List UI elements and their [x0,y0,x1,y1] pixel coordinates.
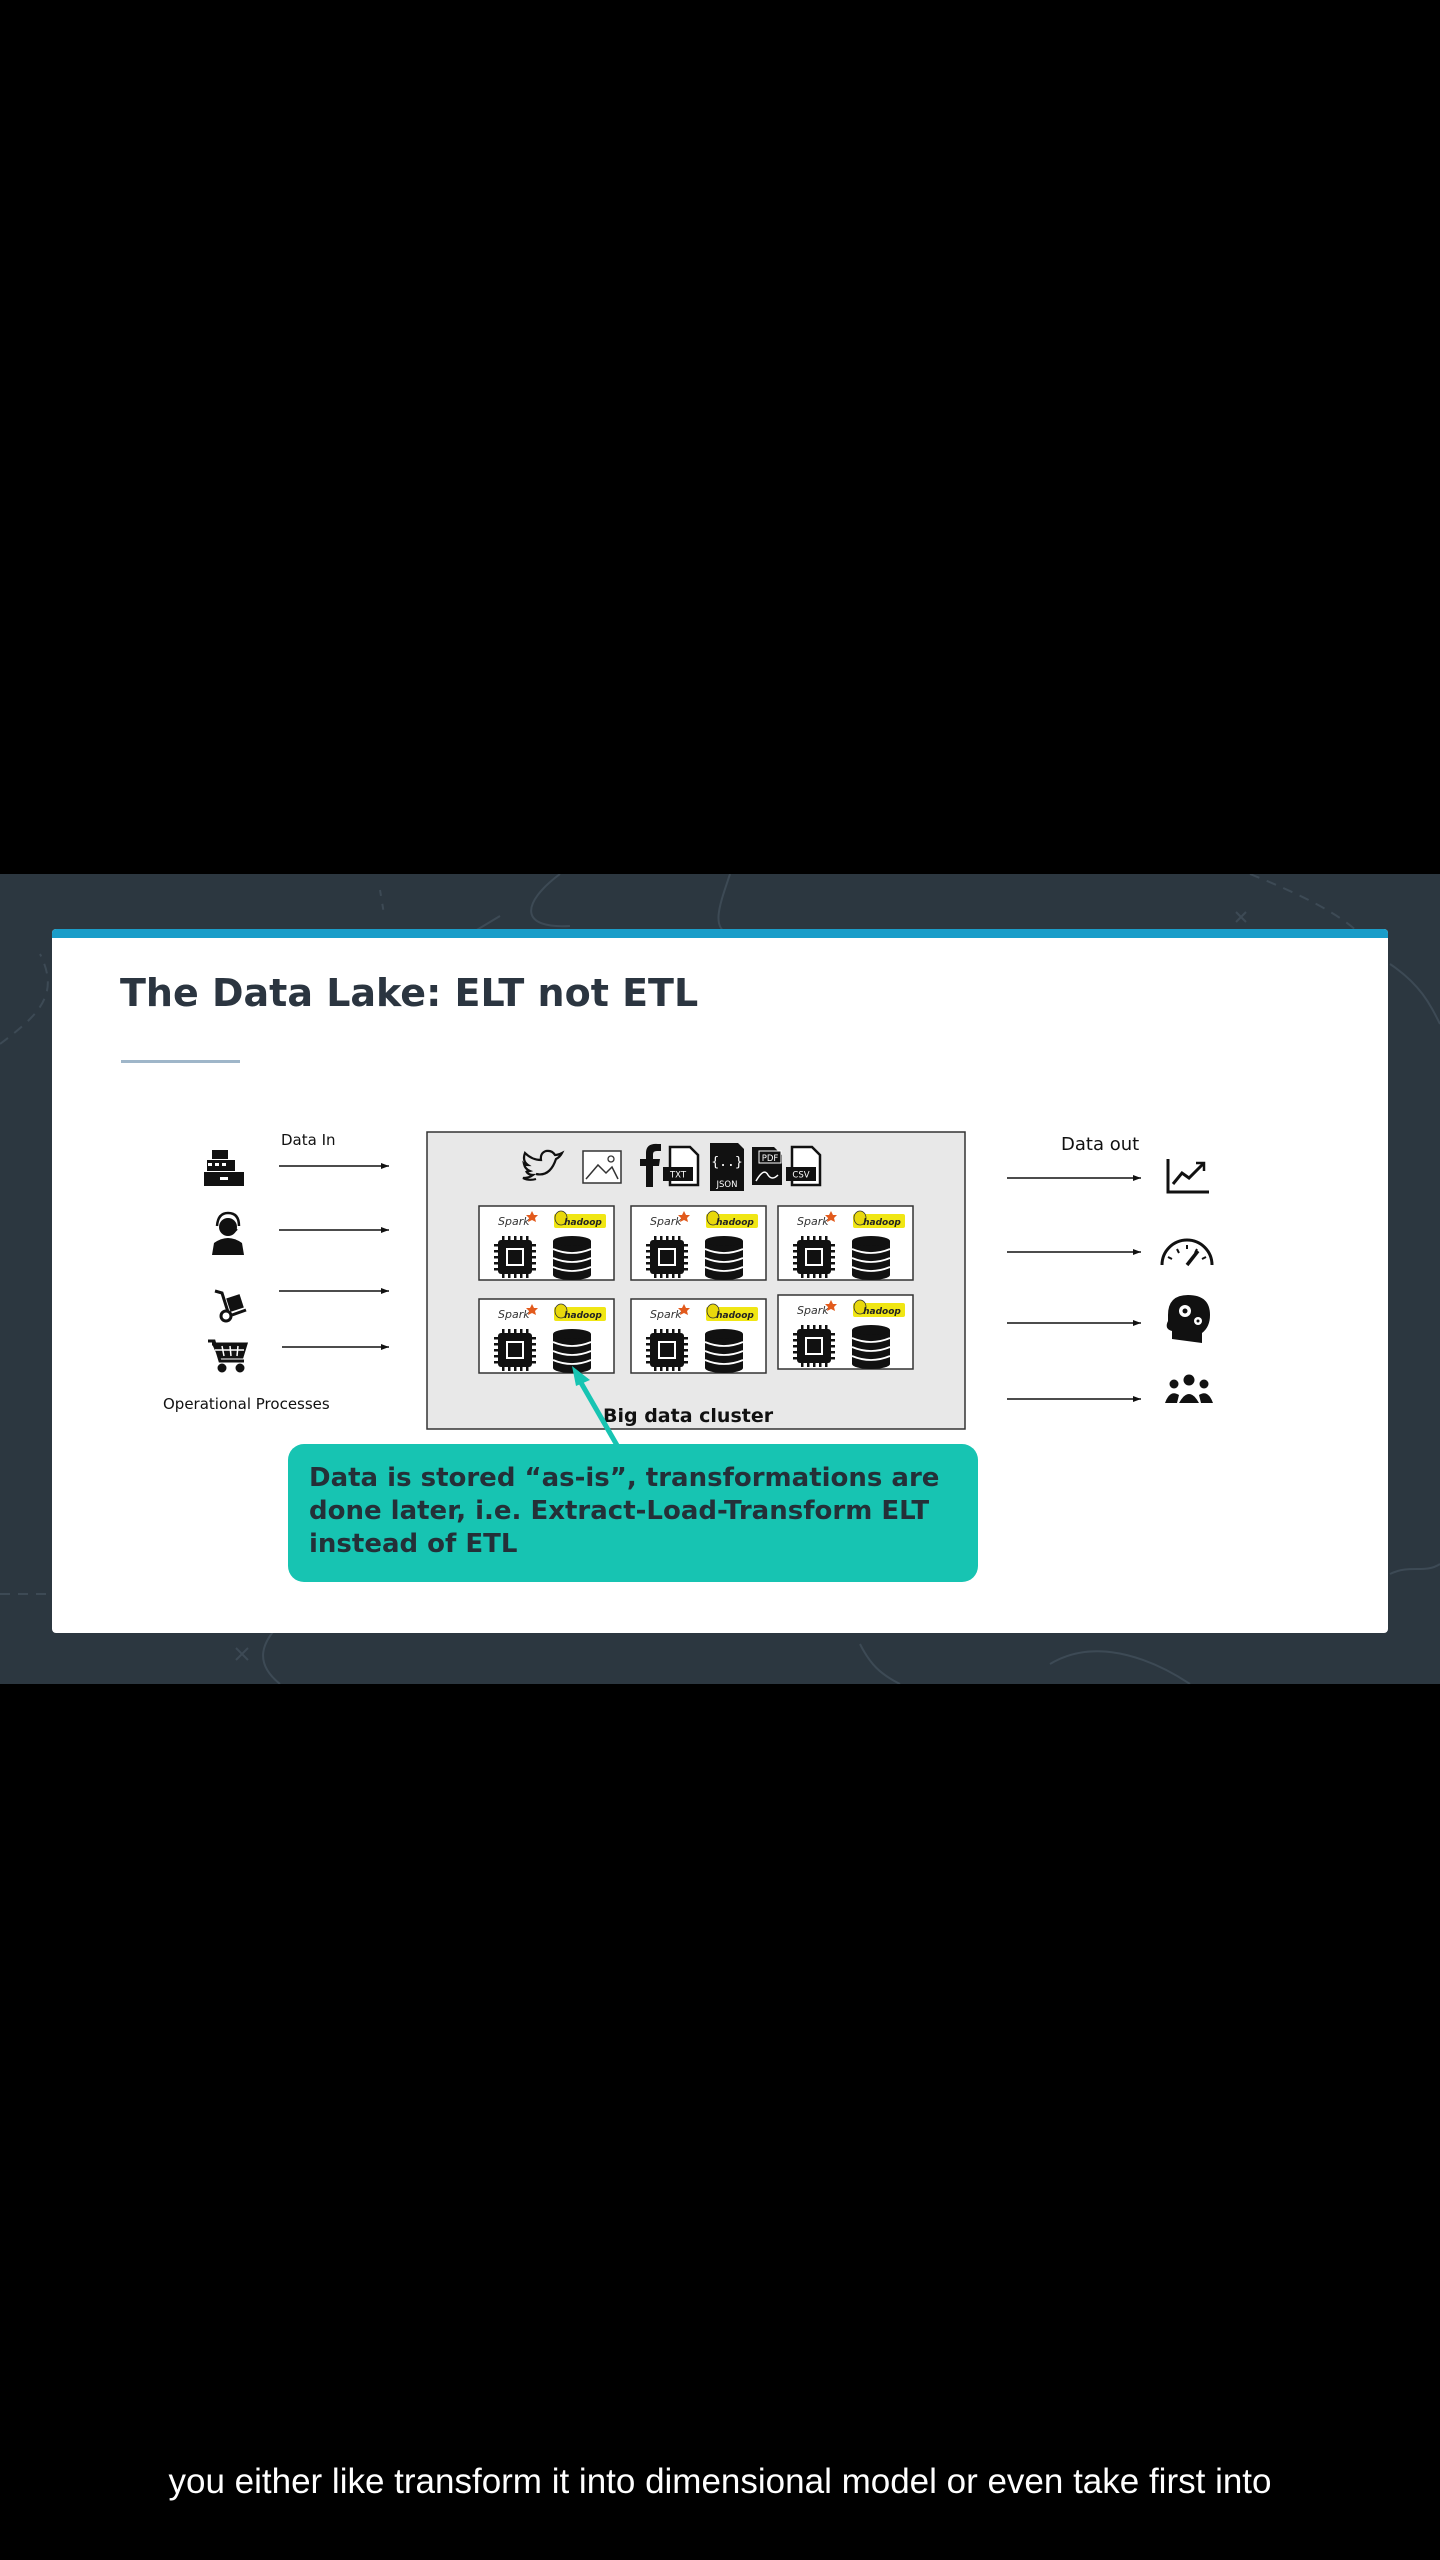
svg-text:{..}: {..} [711,1155,742,1170]
cluster-node: Spark hadoop [630,1205,767,1281]
spark-logo: Spark [498,1215,530,1228]
cluster-label: Big data cluster [603,1405,774,1427]
cash-register-icon [204,1150,244,1186]
data-in-arrows [279,1163,389,1350]
data-out-label: Data out [1061,1134,1140,1155]
data-lake-diagram: TXT {..} JSON PDF CSV SparkhadoopSparkha… [204,1131,1214,1449]
brain-gears-icon [1166,1295,1210,1343]
shopping-cart-icon [208,1339,249,1373]
cluster-node: Spark hadoop [777,1205,914,1281]
group-icon [1165,1374,1213,1403]
spark-star-icon [825,1300,837,1311]
twitter-icon [522,1149,565,1181]
title-underline [121,1060,240,1063]
slide-top-bar [52,929,1388,938]
hadoop-elephant-icon [554,1303,568,1319]
hand-truck-icon [214,1289,247,1323]
spark-logo: Spark [797,1215,829,1228]
database-icon [552,1236,592,1280]
cpu-chip-icon [494,1236,536,1278]
hadoop-logo: hadoop [716,1311,754,1321]
speedometer-icon [1160,1238,1214,1267]
json-file-label: JSON [716,1180,738,1190]
pdf-file-icon: PDF [752,1147,782,1185]
cluster-node: Spark hadoop [478,1298,615,1374]
database-icon [851,1236,891,1280]
spark-logo: Spark [650,1308,682,1321]
hadoop-elephant-icon [853,1299,867,1315]
cluster-node: Spark hadoop [777,1294,914,1370]
line-chart-icon [1166,1159,1209,1194]
cpu-chip-icon [793,1325,835,1367]
data-out-arrows [1007,1175,1141,1402]
video-frame: The Data Lake: ELT not ETL [0,874,1440,1684]
cpu-chip-icon [646,1236,688,1278]
cluster-node: Spark hadoop [478,1205,615,1281]
spark-star-icon [526,1211,538,1222]
cpu-chip-icon [494,1329,536,1371]
callout-pointer-arrow [572,1366,621,1449]
txt-file-icon: TXT [663,1145,700,1187]
hadoop-elephant-icon [706,1210,720,1226]
cpu-chip-icon [793,1236,835,1278]
database-icon [704,1329,744,1373]
cluster-node: Spark hadoop [630,1298,767,1374]
slide: The Data Lake: ELT not ETL [52,929,1388,1633]
video-subtitle: you either like transform it into dimens… [168,2462,1272,2501]
image-icon [582,1150,622,1184]
hadoop-logo: hadoop [863,1307,901,1317]
json-file-icon: {..} JSON [710,1143,744,1191]
spark-logo: Spark [498,1308,530,1321]
hadoop-elephant-icon [706,1303,720,1319]
data-in-label: Data In [281,1131,336,1149]
hadoop-logo: hadoop [716,1218,754,1228]
spark-star-icon [678,1211,690,1222]
database-icon [552,1329,592,1373]
spark-logo: Spark [650,1215,682,1228]
csv-file-icon: CSV [786,1145,822,1187]
callout-box: Data is stored “as-is”, transformations … [288,1444,978,1582]
facebook-icon [640,1143,661,1187]
spark-star-icon [526,1304,538,1315]
hadoop-logo: hadoop [564,1311,602,1321]
hadoop-logo: hadoop [863,1218,901,1228]
database-icon [704,1236,744,1280]
cpu-chip-icon [646,1329,688,1371]
slide-title: The Data Lake: ELT not ETL [120,971,699,1015]
spark-star-icon [825,1211,837,1222]
pdf-file-label: PDF [762,1154,779,1164]
spark-star-icon [678,1304,690,1315]
operational-processes-label: Operational Processes [163,1395,330,1413]
database-icon [851,1325,891,1369]
txt-file-label: TXT [669,1171,687,1181]
customer-service-icon [212,1211,244,1255]
hadoop-logo: hadoop [564,1218,602,1228]
spark-logo: Spark [797,1304,829,1317]
callout-text: Data is stored “as-is”, transformations … [309,1463,940,1559]
csv-file-label: CSV [792,1171,809,1181]
hadoop-elephant-icon [853,1210,867,1226]
hadoop-elephant-icon [554,1210,568,1226]
